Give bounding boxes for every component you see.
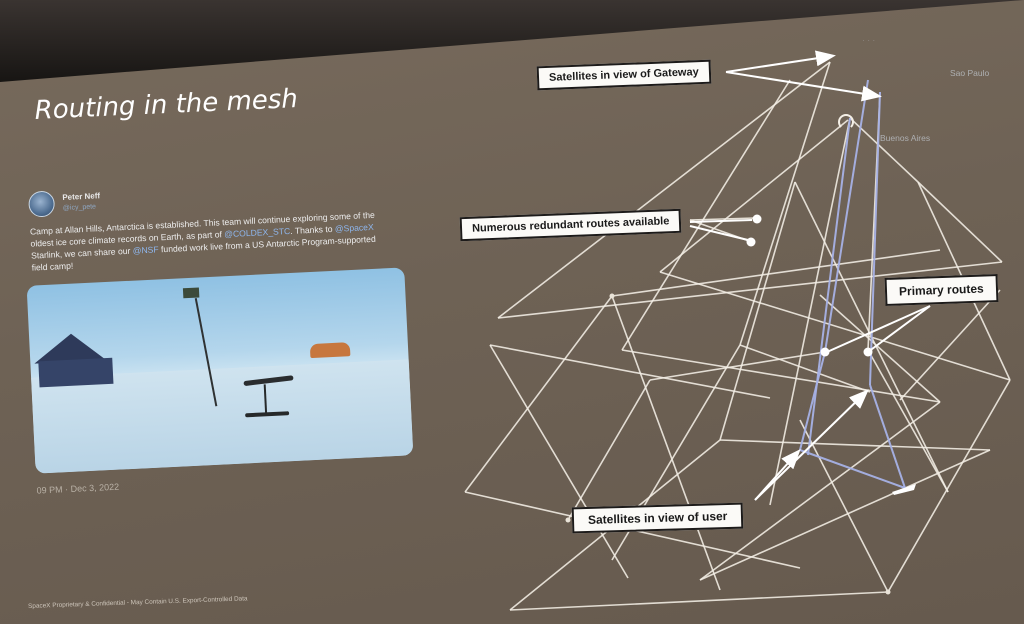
callout-arrows — [689, 50, 931, 501]
mesh-link — [739, 61, 831, 346]
mesh-link — [611, 249, 941, 297]
gateway-icon — [838, 114, 854, 130]
mesh-link — [621, 349, 941, 403]
gateway-arrow — [725, 50, 836, 73]
mesh-link — [849, 117, 919, 183]
mesh-link — [497, 61, 831, 319]
primary-route-link — [824, 79, 869, 353]
mesh-link — [799, 419, 889, 593]
mesh-link — [611, 295, 721, 591]
mesh-link — [699, 449, 991, 581]
mesh-link — [769, 117, 851, 506]
callout-primary-routes: Primary routes — [884, 274, 999, 306]
primary-arrow — [867, 305, 931, 353]
mesh-link — [489, 344, 629, 579]
primary-route-link — [799, 351, 826, 451]
satellite-node — [885, 589, 891, 595]
mesh-link — [464, 295, 613, 493]
map-label-faint: · · · — [862, 35, 876, 45]
user-arrow — [754, 389, 869, 501]
mesh-link — [887, 379, 1011, 593]
primary-route-link — [807, 117, 851, 456]
satellite-node — [863, 347, 873, 357]
mesh-link — [867, 349, 949, 493]
mesh-link — [497, 261, 1003, 319]
satellite-node — [752, 214, 762, 224]
satellite-node — [820, 347, 830, 357]
mesh-link — [489, 344, 771, 399]
mesh-link — [689, 217, 756, 221]
primary-arrow — [826, 305, 931, 353]
mesh-link — [509, 591, 889, 611]
satellites — [565, 214, 891, 595]
mesh-link — [621, 79, 791, 351]
primary-route-links — [799, 79, 906, 489]
primary-route-link — [869, 91, 881, 386]
mesh-link — [899, 289, 1001, 401]
primary-route-link — [799, 449, 906, 489]
gateway-arrow — [725, 71, 882, 102]
mesh-link — [567, 379, 651, 521]
map-label-sao-paulo: Sao Paulo — [950, 68, 990, 78]
mesh-link — [649, 351, 826, 381]
mesh-link — [699, 401, 941, 581]
satellite-node — [609, 293, 615, 299]
user-terminal-icon — [892, 484, 916, 495]
mesh-link — [659, 119, 849, 273]
redundant-arrow — [689, 225, 749, 241]
mesh-link — [739, 344, 871, 393]
callout-satellites-user: Satellites in view of user — [571, 502, 744, 534]
primary-route-link — [869, 384, 906, 489]
mesh-link — [719, 439, 991, 451]
mesh-link — [917, 181, 1003, 263]
satellite-node — [565, 517, 571, 523]
redundant-arrow — [689, 219, 753, 223]
satellite-node — [746, 237, 756, 247]
map-label-buenos-aires: Buenos Aires — [880, 133, 931, 143]
mesh-link — [719, 181, 796, 441]
mesh-link — [659, 271, 1011, 381]
mesh-link — [819, 294, 941, 403]
